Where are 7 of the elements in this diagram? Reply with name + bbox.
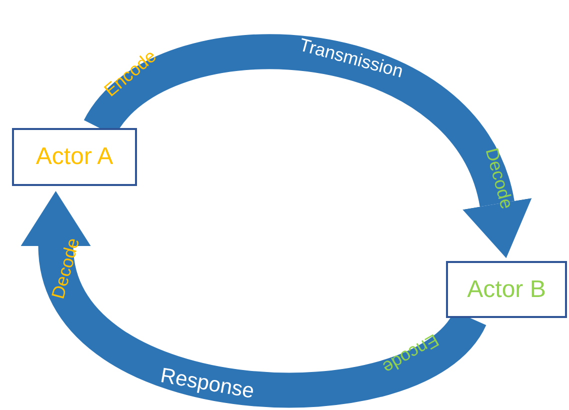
- curved-arrow: [85, 34, 531, 256]
- curved-arrow: [21, 192, 484, 408]
- step-label: Decode: [46, 235, 84, 302]
- actor-box: Actor A: [12, 128, 137, 186]
- edge-label: Response: [158, 362, 257, 406]
- actor-box: Actor B: [446, 261, 567, 318]
- step-label: Decode: [480, 145, 518, 212]
